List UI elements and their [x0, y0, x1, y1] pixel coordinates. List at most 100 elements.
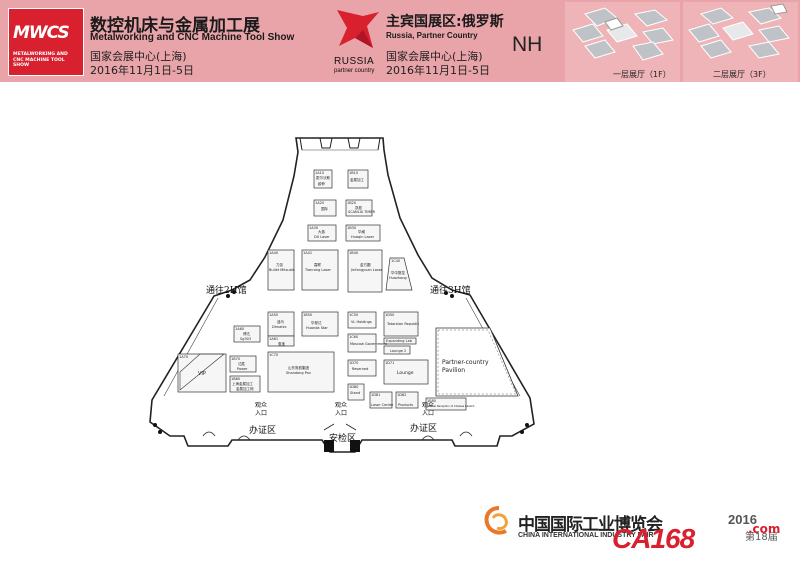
booth-1D80[interactable] [347, 383, 365, 401]
fair-name-cn: 中国国际工业博览会 [518, 515, 663, 535]
watermark-site: .com [748, 522, 781, 536]
watermark-ca168: CA168 [612, 523, 695, 554]
booth-1A50[interactable] [267, 311, 295, 337]
booth-1C50[interactable] [347, 311, 377, 329]
booth-1A60-en: Sg303 [240, 337, 251, 341]
passage-right: 通往3H馆 [430, 284, 471, 296]
passage-left: 通往2H馆 [206, 284, 247, 296]
booth-1B30[interactable] [345, 224, 381, 242]
booth-1A60[interactable] [233, 325, 261, 343]
booth-1C50-id: 1C50 [349, 313, 358, 317]
booth-1D60-en: Expanding Lab [386, 339, 413, 343]
booth-1B80-cn: 上海金属加工 [232, 381, 253, 386]
booth-1D81-en: Laser Center [371, 403, 394, 407]
booth-1A70[interactable] [177, 353, 227, 393]
booth-1A10[interactable] [313, 169, 333, 189]
booth-1A41-en: Tianrong Laser [304, 268, 331, 272]
booth-1B30-en: Huaqin Laser [351, 235, 375, 239]
booth-1B20[interactable] [345, 199, 373, 217]
show-name-cn: 数控机床与金属加工展 [90, 16, 260, 36]
booth-1A20-id: 1A20 [315, 201, 324, 205]
booth-1B10[interactable] [347, 169, 369, 189]
booth-1D50-id: 1D50 [385, 313, 394, 317]
booth-1B80[interactable] [229, 375, 261, 393]
russia-logo-subtext: partner country [334, 68, 375, 74]
booth-1A30-cn: 大族 [318, 229, 326, 234]
booth-1D50-en: Tatarstan Republic [386, 322, 419, 326]
booth-1A41-id: 1A41 [303, 251, 312, 255]
booth-1C70-cn: 山东鲁韵集团 [288, 365, 309, 370]
booth-1B70-en: Power [237, 367, 248, 371]
booth-1A10-cn: 霍尔沃斯 [316, 175, 330, 180]
venue: 国家会展中心(上海) [90, 50, 187, 63]
booth-1D81[interactable] [369, 391, 393, 409]
logo-subtext: METALWORKING AND CNC MACHINE TOOL SHOW [13, 52, 68, 68]
booth-1A40[interactable] [267, 249, 295, 291]
logo-text: MWCS [13, 23, 70, 43]
entrance-center-1: 观众 [335, 402, 347, 409]
partner-country-pavilion[interactable] [435, 327, 519, 397]
booth-1B20-id: 1B20 [347, 201, 356, 205]
booth-1A50-id: 1A50 [269, 313, 278, 317]
booth-1D50[interactable] [383, 311, 419, 337]
partner-dates: 2016年11月1日-5日 [386, 64, 490, 77]
booth-1C50-en: VL Holdings [351, 320, 372, 324]
booth-1B50[interactable] [301, 311, 339, 337]
security-area: 安检区 [329, 432, 356, 444]
booth-1E80[interactable] [425, 397, 467, 411]
booth-1D82[interactable] [395, 391, 419, 409]
booth-1A61-cn: 惠宝 [278, 341, 286, 346]
entrance-left-1: 观众 [255, 402, 267, 409]
booth-1B20-cn: 凯庭 [355, 205, 363, 210]
pavilion-label-line2: Pavilion [442, 367, 465, 374]
booth-1A30-en: DX Laser [314, 235, 330, 239]
fair-name-en: CHINA INTERNATIONAL INDUSTRY FAIR [518, 532, 654, 539]
booth-1B40[interactable] [347, 249, 383, 293]
booth-1A61[interactable] [267, 335, 295, 347]
booth-1A61-id: 1A61 [269, 337, 278, 341]
booth-1B50-id: 1B50 [303, 313, 312, 317]
mini-map-1f: 一层展厅（1F） [565, 2, 680, 82]
booth-1C60-en: Moscow Government [350, 342, 387, 346]
booth-1D80-id: 1D80 [349, 385, 358, 389]
booth-1E80-en: Official Reception of Chelsea Kazakh [427, 404, 475, 408]
booth-1A20-cn: 国际 [321, 206, 329, 211]
booth-1D70[interactable] [347, 359, 377, 377]
booth-1B50-cn: 华曼达 [311, 320, 322, 325]
booth-1C60[interactable] [347, 333, 377, 353]
booth-1A60-id: 1A60 [235, 327, 244, 331]
partner-venue: 国家会展中心(上海) [386, 50, 483, 63]
booth-1B70[interactable] [229, 355, 257, 373]
top-notch [299, 137, 381, 151]
booth-1B40-id: 1B40 [349, 251, 358, 255]
booth-1B10-cn: 金属加工 [350, 177, 364, 182]
booth-1A50-cn: 迪马 [277, 319, 285, 324]
booth-1A41-cn: 嘉联 [314, 262, 322, 267]
booth-1D70-en: Reserved [352, 367, 368, 371]
booth-1D61[interactable] [383, 345, 411, 355]
booth-1D81-id: 1D81 [371, 393, 380, 397]
booth-1C70[interactable] [267, 351, 335, 393]
entrance-doors [202, 423, 473, 441]
booth-1C40[interactable] [385, 257, 413, 291]
mini-map-3f-label: 二层展厅（3F） [713, 70, 771, 79]
entrance-right-2: 入口 [422, 410, 434, 417]
booth-1B30-cn: 华威 [358, 229, 366, 234]
booth-1D60[interactable] [383, 337, 417, 345]
show-name-en: Metalworking and CNC Machine Tool Show [90, 32, 295, 43]
booth-1A20[interactable] [313, 199, 337, 217]
booth-1A41[interactable] [301, 249, 339, 291]
booth-1C70-en: Shandong Pav [286, 371, 311, 375]
booth-1D80-en: Stand [350, 391, 360, 395]
booth-1A30-id: 1A30 [309, 226, 318, 230]
booth-1D71[interactable] [383, 359, 429, 385]
booth-1D61-en: Lounge 2 [390, 349, 406, 353]
booth-1C70-id: 1C70 [269, 353, 278, 357]
booth-1E80-id: 1E80 [427, 399, 436, 403]
show-dates: 2016年11月1日-5日 [90, 64, 194, 77]
booth-1C60-id: 1C60 [349, 335, 358, 339]
booth-1A30[interactable] [307, 224, 337, 242]
booth-1B30-id: 1B30 [347, 226, 356, 230]
partner-pavilion-cn: 主宾国展区:俄罗斯 [386, 14, 504, 30]
booth-1B40-en: Jinfangyuan Laser [350, 268, 383, 272]
